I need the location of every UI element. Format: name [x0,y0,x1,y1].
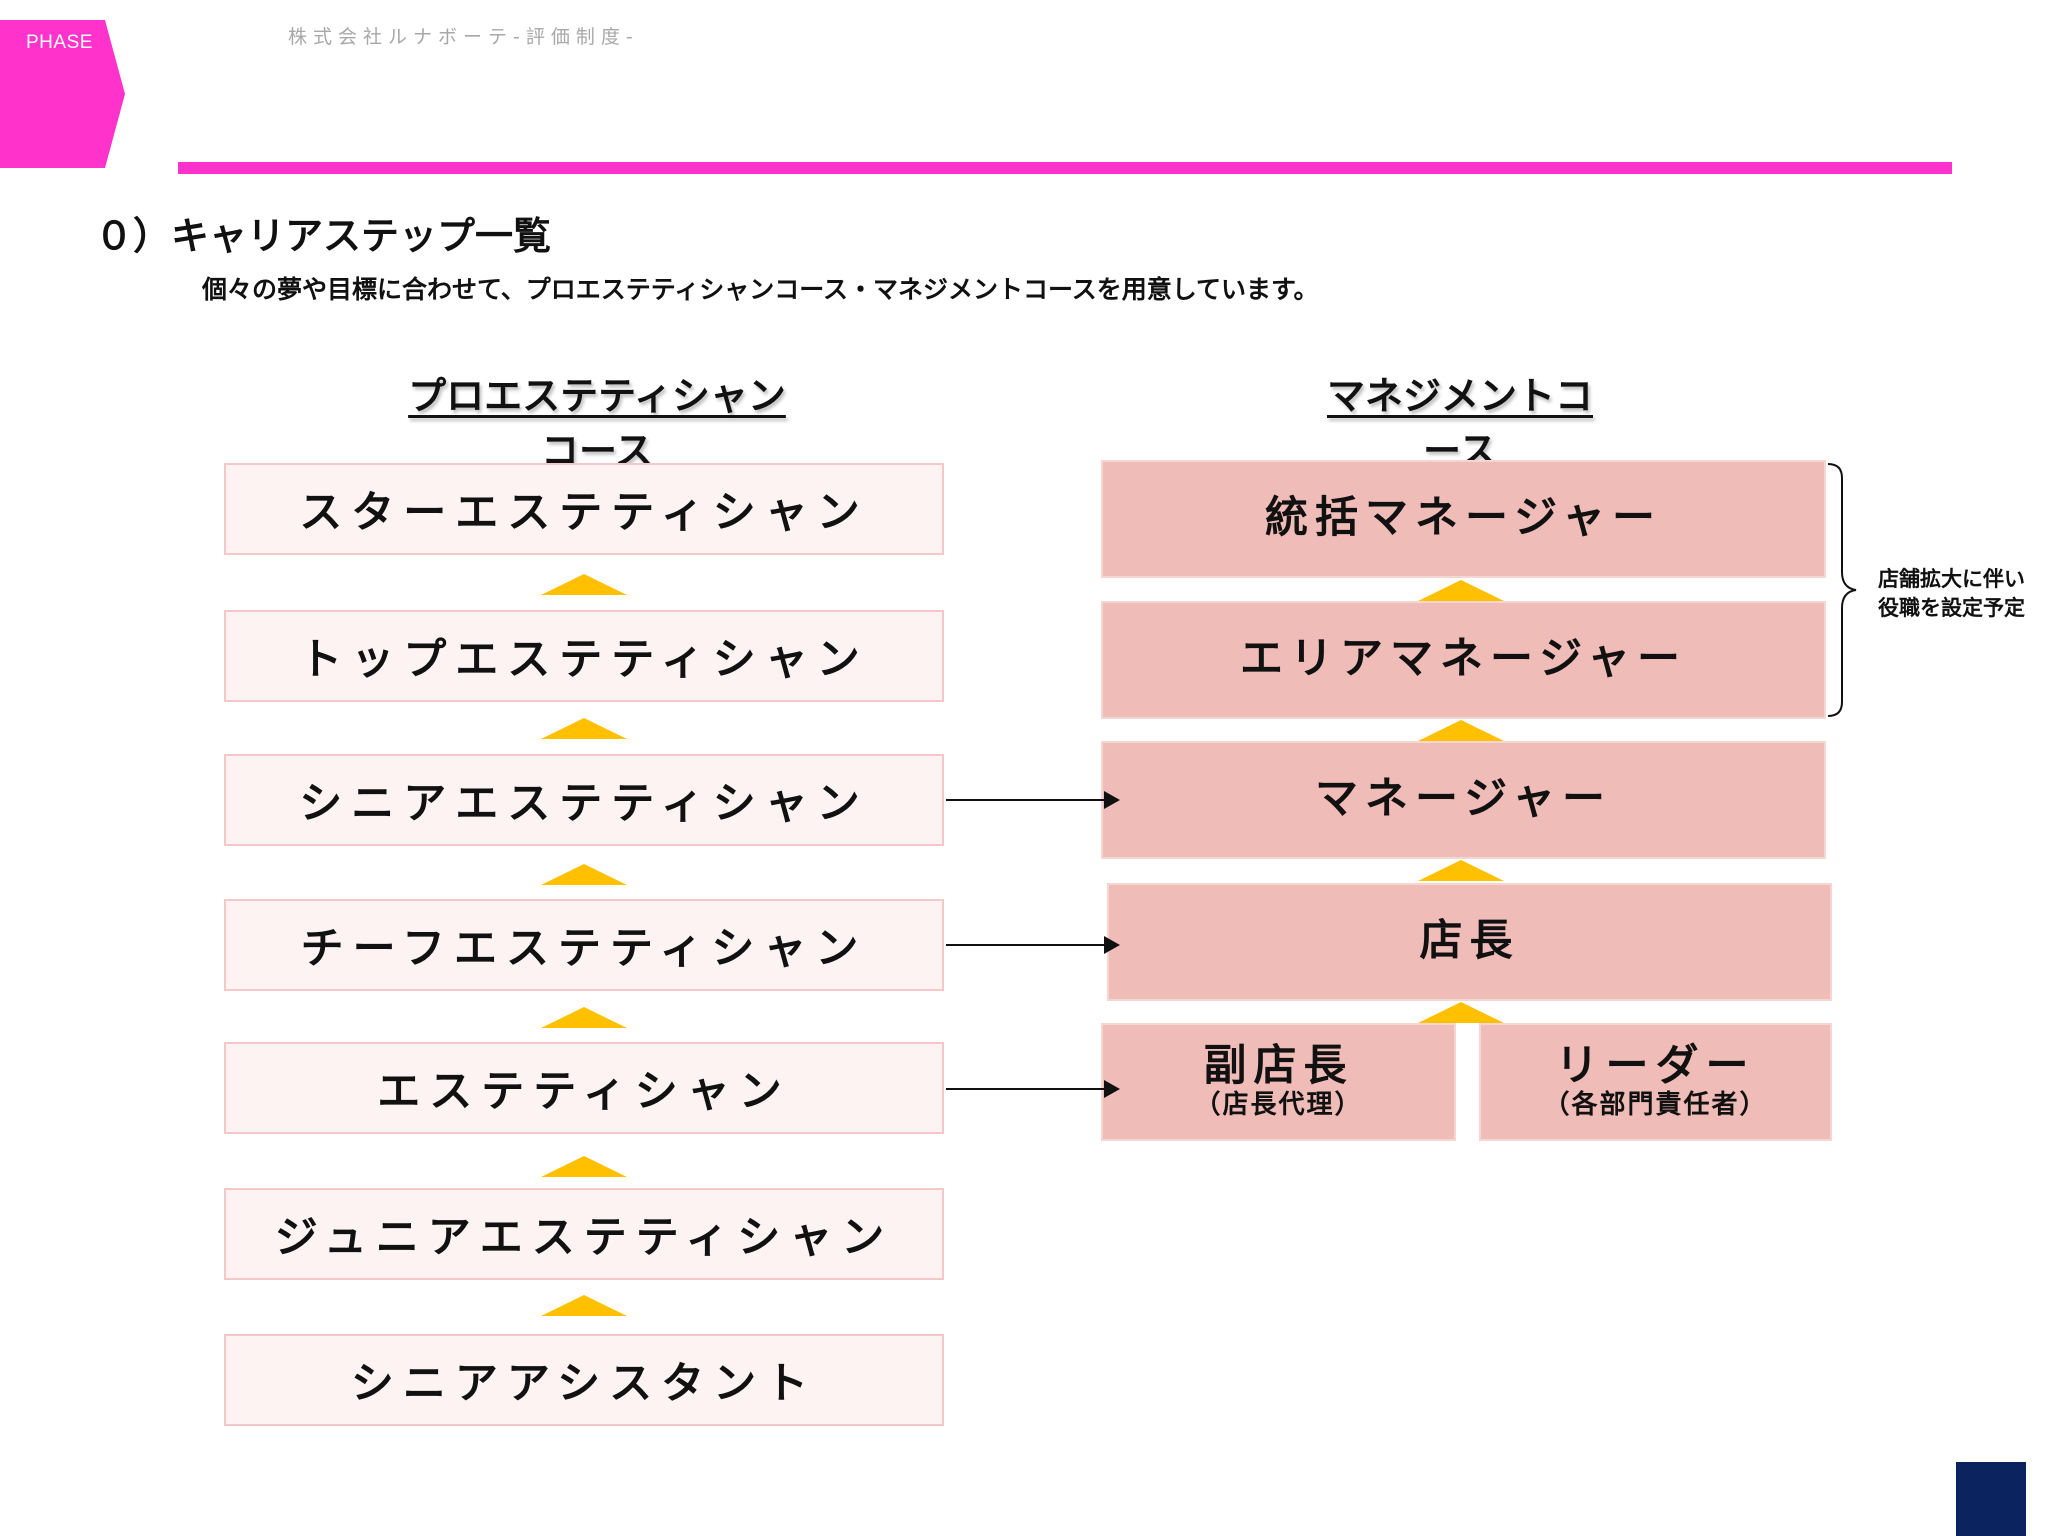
mgmt-step-label: エリアマネージャー [1240,634,1687,685]
header-rule [178,162,1952,174]
corner-block [1956,1462,2026,1536]
right-brace [1827,463,1857,717]
pro-step-box: チーフエステティシャン [224,899,944,991]
mgmt-step-box: 統括マネージャー [1101,460,1826,578]
phase-tab [0,20,125,168]
mgmt-step-label: マネージャー [1315,774,1612,825]
mgmt-step-label: 統括マネージャー [1265,493,1662,544]
mgmt-step-label: 店長 [1419,916,1520,967]
mgmt-entry-title: 副店長 [1203,1040,1354,1091]
step-up-arrow [1418,1002,1504,1023]
step-up-arrow [1418,720,1504,741]
pro-step-box: シニアアシスタント [224,1334,944,1426]
mgmt-step-box: 店長 [1107,883,1832,1001]
mgmt-entry-box: リーダー （各部門責任者） [1479,1023,1832,1141]
pro-step-box: ジュニアエステティシャン [224,1188,944,1280]
pro-step-box: スターエステティシャン [224,463,944,555]
pro-step-box: エステティシャン [224,1042,944,1134]
mgmt-step-box: マネージャー [1101,741,1826,859]
course-transfer-arrow-line [946,1088,1116,1090]
step-up-arrow [1418,860,1504,881]
course-transfer-arrow-line [946,944,1116,946]
pro-step-label: トップエステティシャン [299,635,869,685]
pro-step-label: エステティシャン [377,1067,791,1117]
section-title: ０）キャリアステップ一覧 [95,214,552,258]
step-up-arrow [541,1007,627,1028]
company-header: 株式会社ルナボーテ-評価制度- [288,26,639,48]
pro-step-label: ジュニアエステティシャン [274,1213,894,1263]
pro-step-box: シニアエステティシャン [224,754,944,846]
mgmt-entry-title: リーダー [1555,1040,1756,1091]
step-up-arrow [541,718,627,739]
brace-note-line: 店舗拡大に伴い [1878,567,2025,591]
course-transfer-arrow-line [946,799,1116,801]
pro-step-label: チーフエステティシャン [300,924,868,974]
step-up-arrow [541,1295,627,1316]
step-up-arrow [1418,580,1504,601]
pro-step-label: シニアアシスタント [350,1359,818,1409]
step-up-arrow [541,1156,627,1177]
mgmt-entry-subtitle: （店長代理） [1194,1090,1363,1121]
mgmt-entry-box: 副店長 （店長代理） [1101,1023,1456,1141]
course-transfer-arrowhead [1104,791,1120,809]
course-transfer-arrowhead [1104,936,1120,954]
pro-step-label: スターエステティシャン [299,488,869,538]
step-up-arrow [541,864,627,885]
management-course-heading: マネジメントコース [1326,374,1593,473]
pro-step-box: トップエステティシャン [224,610,944,702]
phase-label: PHASE [26,32,93,53]
mgmt-entry-subtitle: （各部門責任者） [1543,1090,1768,1121]
step-up-arrow [541,574,627,595]
brace-note: 店舗拡大に伴い 役職を設定予定 [1878,565,2025,623]
mgmt-step-box: エリアマネージャー [1101,601,1826,719]
pro-step-label: シニアエステティシャン [299,779,869,829]
pro-course-heading: プロエステティシャンコース [408,374,786,473]
section-subtitle: 個々の夢や目標に合わせて、プロエステティシャンコース・マネジメントコースを用意し… [202,275,1319,304]
brace-note-line: 役職を設定予定 [1878,596,2025,620]
course-transfer-arrowhead [1104,1080,1120,1098]
